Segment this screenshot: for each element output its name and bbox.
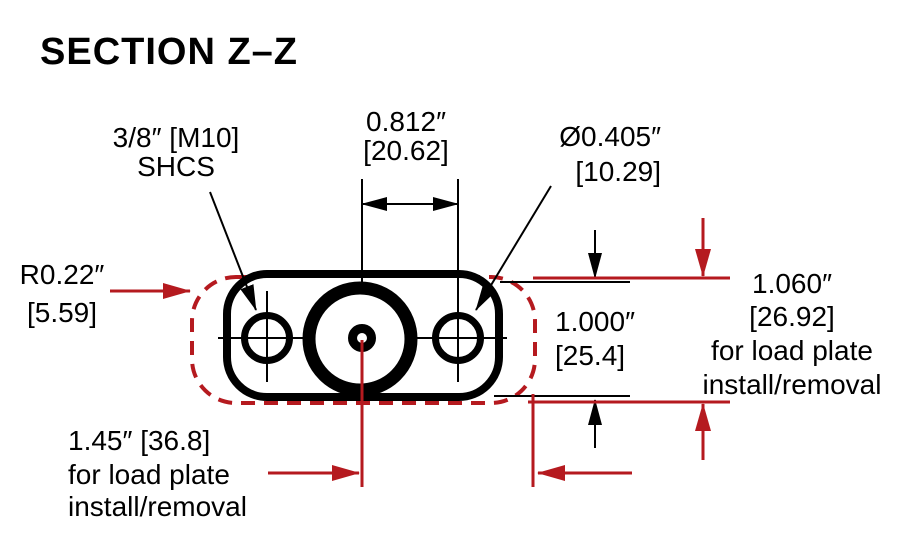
clearance-width-note-line2: install/removal [68,491,247,522]
clearance-width-value: 1.45″ [36.8] [68,425,210,456]
left-bolt-hole-circle [241,312,293,364]
right-bolt-hole-circle [432,312,484,364]
hole-diameter-mm: [10.29] [575,156,661,187]
screw-callout-line2: SHCS [137,151,215,182]
leader-line-shcs [209,191,257,311]
clearance-height-note-line2: install/removal [703,369,882,400]
drawing-title: SECTION Z–Z [40,31,298,73]
hole-spacing-mm: [20.62] [363,135,449,166]
plate-height-inches: 1.000″ [555,306,635,337]
corner-radius-mm: [5.59] [27,297,97,328]
hole-spacing-inches: 0.812″ [366,106,446,137]
screw-callout-line1: 3/8″ [M10] [113,122,240,153]
hole-diameter-inches: Ø0.405″ [559,121,661,152]
clearance-width-note-line1: for load plate [68,459,230,490]
plate-height-mm: [25.4] [555,340,625,371]
clearance-height-inches: 1.060″ [752,268,832,299]
clearance-height-mm: [26.92] [749,301,835,332]
corner-radius-inches: R0.22″ [20,259,105,290]
leader-line-hole-diameter [475,185,552,311]
clearance-height-note-line1: for load plate [711,335,873,366]
